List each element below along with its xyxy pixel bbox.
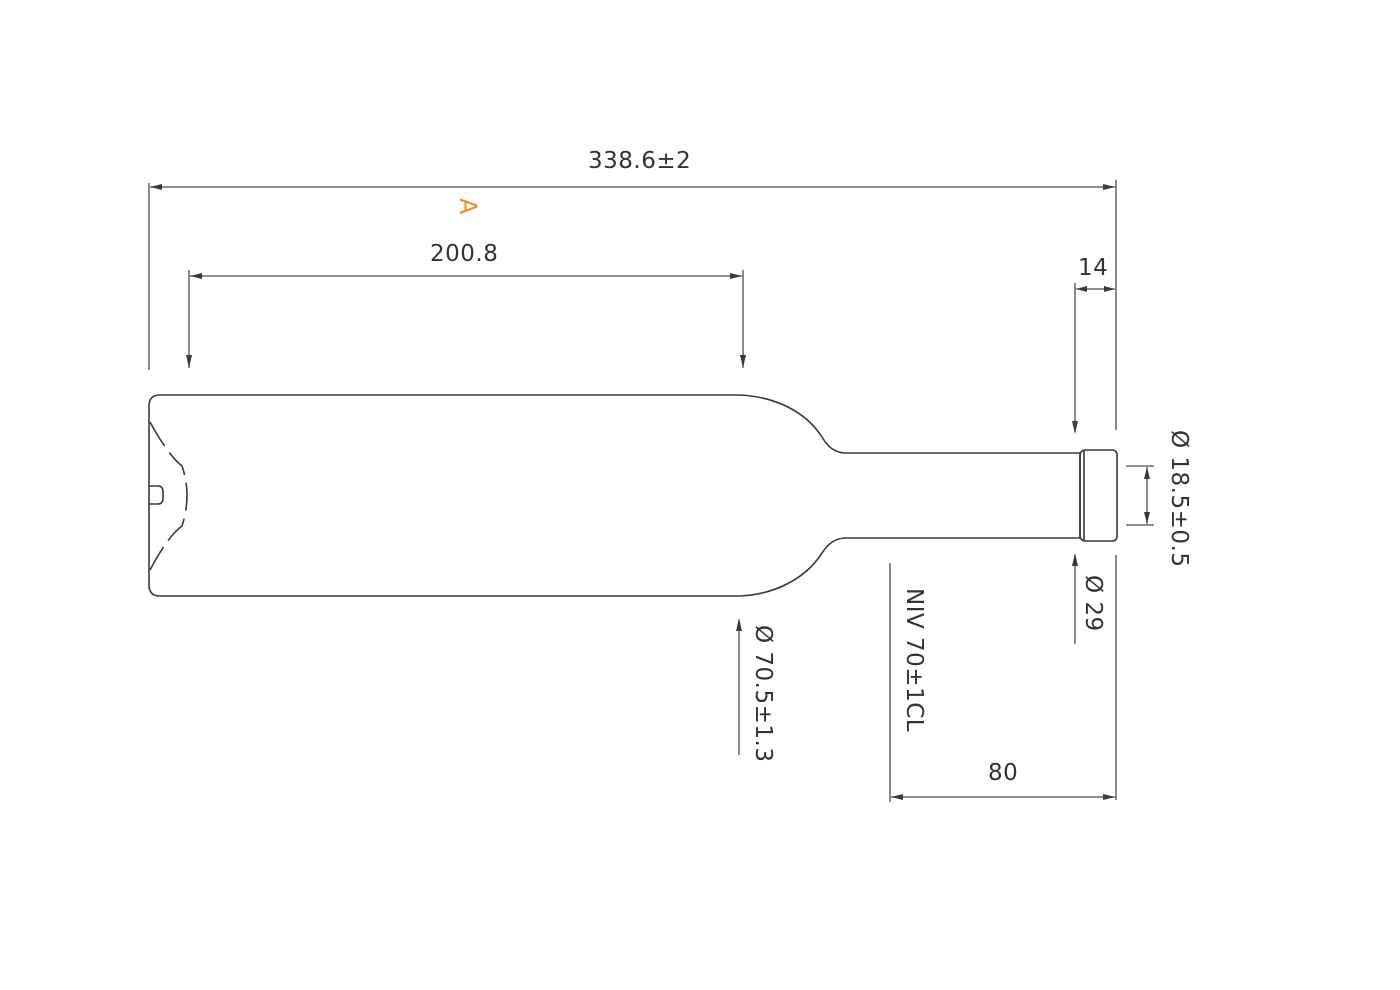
finish-diameter-dimension: [1072, 553, 1117, 800]
finish-diameter-label: Ø 29: [1080, 575, 1106, 632]
body-diameter-dimension: [736, 618, 742, 755]
punt-detail: [149, 421, 188, 571]
bore-diameter-dimension: [1126, 465, 1154, 526]
bore-diameter-label: Ø 18.5±0.5: [1166, 430, 1192, 568]
fill-level-distance-label: 80: [988, 760, 1019, 786]
overall-length-label: 338.6±2: [588, 148, 692, 174]
fill-level-dimension: [889, 563, 1115, 802]
body-diameter-label: Ø 70.5±1.3: [750, 625, 776, 763]
body-length-dimension: [186, 270, 746, 368]
marker-a-label: A: [454, 198, 482, 215]
overall-length-dimension: [148, 180, 1117, 430]
finish-height-dimension: [1072, 283, 1115, 434]
finish-height-label: 14: [1078, 255, 1109, 281]
bottle-outline: [148, 394, 1118, 597]
body-length-label: 200.8: [430, 241, 499, 267]
fill-level-label: NIV 70±1CL: [901, 588, 927, 733]
